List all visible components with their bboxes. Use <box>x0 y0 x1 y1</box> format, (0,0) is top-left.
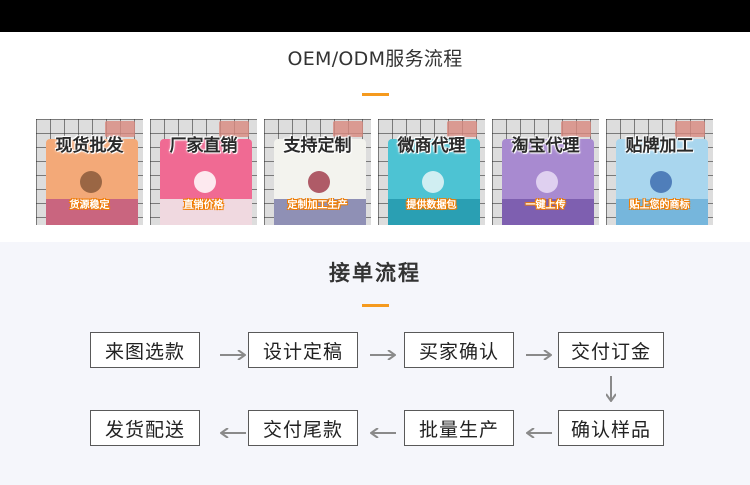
card-oem-label: 贴牌加工 贴上您的商标 <box>606 119 713 225</box>
card-tag: 直销价格 <box>183 200 224 211</box>
towel-motif <box>194 171 216 193</box>
card-taobao-agent: 淘宝代理 一键上传 <box>492 119 599 225</box>
service-cards: 现货批发 货源稳定 厂家直销 直销价格 支持定制 定制加工生产 <box>36 119 716 225</box>
towel-stripe <box>502 199 594 225</box>
arrow-left-icon <box>220 428 246 438</box>
towel-pile-decor <box>561 121 591 137</box>
towel-stripe <box>46 199 138 225</box>
arrow-left-icon <box>370 428 396 438</box>
card-label: 淘宝代理 <box>511 136 580 156</box>
towel-stripe <box>274 199 366 225</box>
card-tag: 货源稳定 <box>69 200 110 211</box>
towel-stripe <box>160 199 252 225</box>
card-label: 微商代理 <box>397 136 466 156</box>
card-tag: 提供数据包 <box>406 200 457 211</box>
step-ship: 发货配送 <box>90 410 200 446</box>
card-tag: 一键上传 <box>525 200 566 211</box>
process-title-underline <box>362 304 389 307</box>
service-title: OEM/ODM服务流程 <box>287 48 463 70</box>
service-title-underline <box>362 93 389 96</box>
card-label: 支持定制 <box>283 136 352 156</box>
step-confirm-sample: 确认样品 <box>558 410 664 446</box>
towel-motif <box>422 171 444 193</box>
arrow-down-icon <box>606 376 616 402</box>
step-choose-design: 来图选款 <box>90 332 200 368</box>
towel-stripe <box>388 199 480 225</box>
towel-pile-decor <box>219 121 249 137</box>
step-mass-production: 批量生产 <box>404 410 514 446</box>
top-black-bar <box>0 0 750 32</box>
step-finalize-design: 设计定稿 <box>248 332 358 368</box>
towel-pile-decor <box>447 121 477 137</box>
arrow-right-icon <box>526 350 552 360</box>
card-tag: 定制加工生产 <box>287 200 348 211</box>
card-label: 厂家直销 <box>169 136 238 156</box>
card-label: 贴牌加工 <box>625 136 694 156</box>
towel-motif <box>536 171 558 193</box>
towel-pile-decor <box>105 121 135 137</box>
card-customization: 支持定制 定制加工生产 <box>264 119 371 225</box>
towel-pile-decor <box>333 121 363 137</box>
card-tag: 贴上您的商标 <box>629 200 690 211</box>
step-pay-balance: 交付尾款 <box>248 410 358 446</box>
towel-motif <box>650 171 672 193</box>
order-process-section: 接单流程 来图选款 设计定稿 买家确认 交付订金 发货配送 交付尾款 批量生产 … <box>0 242 750 485</box>
towel-stripe <box>616 199 708 225</box>
towel-motif <box>308 171 330 193</box>
card-wechat-agent: 微商代理 提供数据包 <box>378 119 485 225</box>
card-label: 现货批发 <box>55 136 124 156</box>
card-wholesale: 现货批发 货源稳定 <box>36 119 143 225</box>
card-factory-direct: 厂家直销 直销价格 <box>150 119 257 225</box>
step-buyer-confirm: 买家确认 <box>404 332 514 368</box>
process-title: 接单流程 <box>329 261 421 285</box>
towel-motif <box>80 171 102 193</box>
arrow-left-icon <box>526 428 552 438</box>
towel-pile-decor <box>675 121 705 137</box>
service-section: OEM/ODM服务流程 现货批发 货源稳定 厂家直销 直销价格 支 <box>0 32 750 242</box>
step-pay-deposit: 交付订金 <box>558 332 664 368</box>
arrow-right-icon <box>370 350 396 360</box>
arrow-right-icon <box>220 350 246 360</box>
